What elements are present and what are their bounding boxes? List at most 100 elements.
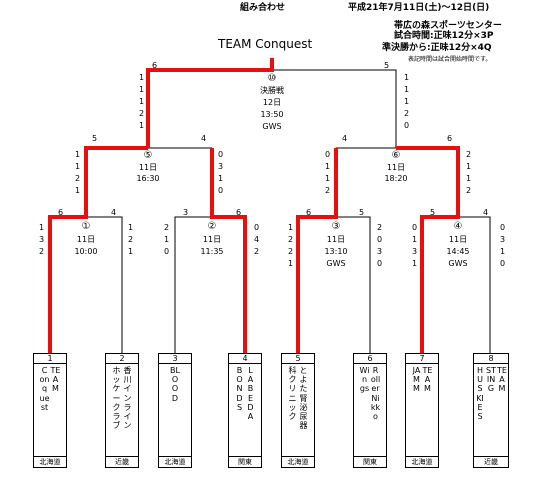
final-right-p5: 0 [404, 121, 410, 130]
line-m6-final [272, 69, 397, 148]
final-left-p2: 1 [139, 85, 145, 94]
team-name-line: TEAM [497, 366, 507, 394]
team-number: 6 [354, 354, 386, 364]
m5-left-p2: 1 [75, 162, 81, 171]
m3-right-p2: 0 [377, 235, 383, 244]
final-right-p3: 1 [404, 97, 410, 106]
m2-right-p1: 0 [254, 223, 260, 232]
m3-left-p2: 2 [288, 235, 294, 244]
team-region: 近畿 [106, 456, 138, 467]
line-team5-win [296, 148, 338, 353]
team-box-7: 7 TEAM JAMM 北海道 [405, 353, 439, 468]
final-time: 13:50 [260, 110, 284, 119]
winner-lines [48, 58, 460, 353]
team-name-line: LABEDA [247, 366, 254, 422]
m2-right-total: 6 [236, 208, 242, 217]
m2-right-p3: 2 [254, 247, 260, 256]
m3-label: ③ [331, 221, 341, 232]
m5-left-p4: 1 [75, 186, 81, 195]
line-team1-win [48, 146, 148, 353]
m2-left-total: 3 [183, 208, 189, 217]
team-name: Roller Nikko Wings [354, 364, 386, 456]
team-number: 5 [282, 354, 314, 364]
final-label: ⑩ [267, 73, 277, 84]
m4-right-p1: 0 [500, 223, 506, 232]
team-name-line: とよた腎泌尿器 [299, 366, 308, 431]
event-date: 平成21年7月11日(土)～12日(日) [348, 3, 490, 13]
m6-right-p3: 1 [466, 174, 472, 183]
m1-left-p3: 2 [39, 247, 45, 256]
team-name-line: Roller Nikko [370, 366, 381, 422]
m1-left-p1: 1 [39, 223, 45, 232]
team-name: TEAM STING HUSKIES [474, 364, 508, 456]
m5-right-p2: 3 [218, 162, 224, 171]
team-region: 北海道 [34, 456, 66, 467]
final-left-p5: 1 [139, 121, 145, 130]
team-box-3: 3 BLOOD 北海道 [158, 353, 192, 468]
team-box-5: 5 とよた腎泌尿器 科クリニック 北海道 [281, 353, 315, 468]
m6-right-p2: 1 [466, 162, 472, 171]
team-number: 2 [106, 354, 138, 364]
team-region: 北海道 [406, 456, 438, 467]
m5-right-p4: 0 [218, 186, 224, 195]
team-region: 近畿 [474, 456, 508, 467]
final-right-p1: 1 [404, 73, 410, 82]
team-name-line: BLOOD [170, 366, 180, 403]
team-name-line: TEAM [50, 366, 61, 394]
team-region: 北海道 [159, 456, 191, 467]
team-name: 香川インライン ホッケークラブ [106, 364, 138, 456]
team-name-line: TEAM [422, 366, 433, 394]
m4-label: ④ [453, 221, 463, 232]
m4-day: 11日 [448, 235, 468, 244]
m2-left-p2: 1 [164, 235, 170, 244]
m1-day: 11日 [76, 235, 96, 244]
m4-left-p1: 0 [412, 223, 418, 232]
champion-name: TEAM Conquest [218, 37, 313, 51]
m6-right-p4: 2 [466, 186, 472, 195]
team-name: TEAM JAMM [406, 364, 438, 456]
team-name: LABEDA BONDS [229, 364, 261, 456]
final-day: 12日 [262, 98, 282, 107]
m5-left-total: 5 [92, 134, 98, 143]
line-team2 [86, 216, 123, 353]
m6-left-p2: 1 [325, 162, 331, 171]
m6-left-p4: 2 [325, 186, 331, 195]
m2-left-p1: 2 [164, 223, 170, 232]
team-box-1: 1 TEAM Conquest 北海道 [33, 353, 67, 468]
m5-right-p3: 1 [218, 174, 224, 183]
m2-label: ② [207, 221, 217, 232]
m1-right-p1: 1 [128, 223, 134, 232]
m5-left-p3: 2 [75, 174, 81, 183]
m4-right-total: 4 [483, 208, 489, 217]
line-team4-win [210, 148, 247, 353]
m2-right-p2: 4 [254, 235, 260, 244]
venue: 帯広の森スポーツセンター [394, 21, 502, 31]
m4-left-total: 5 [430, 208, 436, 217]
final-right-p4: 2 [404, 109, 410, 118]
m1-left-total: 6 [58, 208, 64, 217]
m3-right-p4: 0 [377, 259, 383, 268]
m3-left-total: 6 [306, 208, 312, 217]
m2-time: 11:35 [200, 247, 224, 256]
m2-left-p3: 0 [164, 247, 170, 256]
team-name-line: HUSKIES [476, 366, 484, 422]
semifinal-time: 準決勝から:正味12分×4Q [382, 43, 492, 53]
team-name-line: Wings [359, 366, 370, 394]
team-region: 関東 [354, 456, 386, 467]
team-name: とよた腎泌尿器 科クリニック [282, 364, 314, 456]
m3-left-p4: 1 [288, 259, 294, 268]
m6-day: 11日 [386, 163, 406, 172]
m6-time: 18:20 [384, 174, 408, 183]
m5-time: 16:30 [136, 174, 160, 183]
final-left-p1: 1 [139, 73, 145, 82]
team-name-line: ホッケークラブ [112, 366, 121, 431]
m1-right-p3: 1 [128, 247, 134, 256]
line-team6 [336, 216, 371, 353]
final-name: 決勝戦 [260, 86, 284, 95]
team-number: 8 [474, 354, 508, 364]
team-number: 1 [34, 354, 66, 364]
m1-time: 10:00 [74, 247, 98, 256]
m4-left-p2: 1 [412, 235, 418, 244]
team-region: 関東 [229, 456, 261, 467]
